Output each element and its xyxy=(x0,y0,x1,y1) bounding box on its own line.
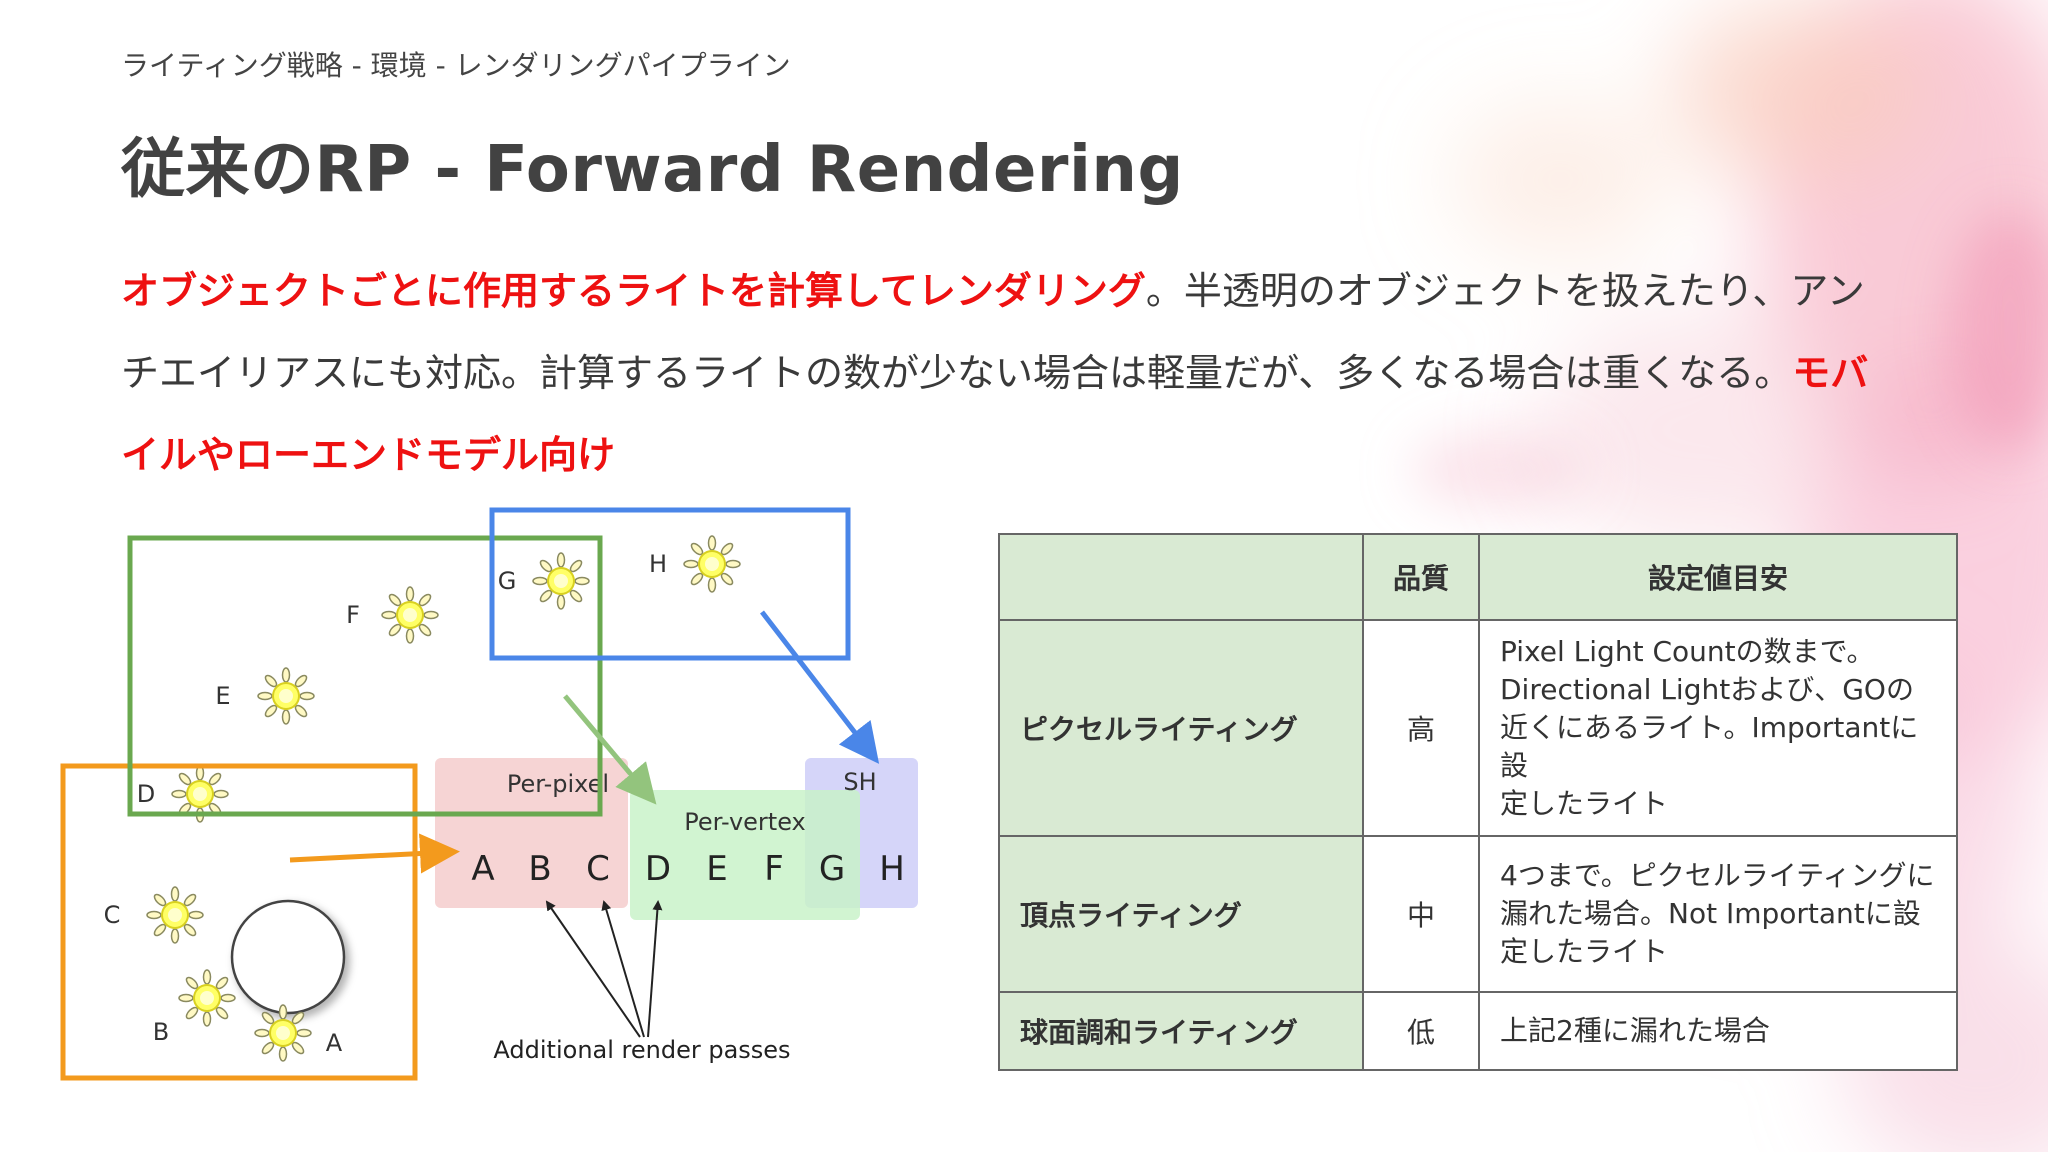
body-text: 。半透明のオブジェクトを扱えたり、アンチエイリアスにも対応。計算するライトの数が… xyxy=(121,269,1865,395)
orange-arrow xyxy=(289,833,460,874)
row-guide: Pixel Light Countの数まで。 Directional Light… xyxy=(1478,619,1958,837)
row-guide: 4つまで。ピクセルライティングに 漏れた場合。Not Importantに設 定… xyxy=(1478,835,1958,993)
per-pixel-band xyxy=(435,758,628,908)
green-arrow xyxy=(563,694,657,805)
render-pass-arrow-b xyxy=(545,900,641,1038)
sun-icon-a xyxy=(254,1004,312,1062)
guide-line: 上記2種に漏れた場合 xyxy=(1500,1014,1770,1047)
render-pass-arrow-c xyxy=(601,900,645,1038)
emphasis-text: オブジェクトごとに作用するライトを計算してレンダリング xyxy=(121,269,1146,313)
blue-arrow xyxy=(760,610,880,764)
guide-line: 漏れた場合。Not Importantに設 xyxy=(1500,897,1921,930)
guide-line: 近くにあるライト。Importantに設 xyxy=(1500,711,1919,782)
emphasis-text: モバイルやローエンドモデル向け xyxy=(121,351,1869,477)
object-sphere xyxy=(230,899,346,1015)
sun-icon-e xyxy=(257,667,315,725)
guide-line: 定したライト xyxy=(1500,935,1669,968)
guide-line: Directional Lightおよび、GOの xyxy=(1500,673,1914,706)
sun-label-e: E xyxy=(215,682,230,710)
light-label-c: C xyxy=(586,849,610,889)
sun-icon-h xyxy=(683,535,741,593)
guide-line: 定したライト xyxy=(1500,787,1669,820)
forward-rendering-diagram: Per-pixel Per-vertex SH A B C D E F G H … xyxy=(60,507,918,1081)
sun-icon-f xyxy=(381,586,439,644)
sun-label-h: H xyxy=(649,550,667,578)
sun-icon-g xyxy=(532,552,590,610)
row-name: 球面調和ライティング xyxy=(998,991,1364,1071)
sun-label-d: D xyxy=(137,780,155,808)
green-group-box xyxy=(127,535,603,817)
row-name: ピクセルライティング xyxy=(998,619,1364,837)
row-name: 頂点ライティング xyxy=(998,835,1364,993)
table-header-guide: 設定値目安 xyxy=(1478,533,1958,621)
table-header-row: 品質 設定値目安 xyxy=(998,533,1958,621)
sun-icon-b xyxy=(178,969,236,1027)
per-vertex-label: Per-vertex xyxy=(684,808,806,836)
table-header-quality: 品質 xyxy=(1362,533,1480,621)
sun-label-a: A xyxy=(326,1029,343,1057)
page-title: 従来のRP - Forward Rendering xyxy=(121,133,1184,207)
row-quality: 高 xyxy=(1362,619,1480,837)
render-pass-arrow-d xyxy=(647,900,663,1038)
sun-label-f: F xyxy=(346,601,360,629)
light-label-d: D xyxy=(645,849,671,889)
sun-label-b: B xyxy=(153,1018,169,1046)
guide-line: Pixel Light Countの数まで。 xyxy=(1500,635,1875,668)
light-label-f: F xyxy=(764,849,784,889)
row-quality: 低 xyxy=(1362,991,1480,1071)
light-label-h: H xyxy=(879,849,905,889)
body-paragraph: オブジェクトごとに作用するライトを計算してレンダリング。半透明のオブジェクトを扱… xyxy=(121,250,1901,496)
breadcrumb: ライティング戦略 - 環境 - レンダリングパイプライン xyxy=(121,49,791,82)
sun-label-c: C xyxy=(104,901,121,929)
light-label-g: G xyxy=(819,849,845,889)
table-row: 頂点ライティング 中 4つまで。ピクセルライティングに 漏れた場合。Not Im… xyxy=(998,835,1958,993)
per-pixel-label: Per-pixel xyxy=(507,770,609,798)
row-quality: 中 xyxy=(1362,835,1480,993)
lighting-settings-table: 品質 設定値目安 ピクセルライティング 高 Pixel Light Countの… xyxy=(998,533,1958,1071)
table-row: 球面調和ライティング 低 上記2種に漏れた場合 xyxy=(998,991,1958,1071)
light-label-b: B xyxy=(528,849,551,889)
sun-label-g: G xyxy=(498,567,517,595)
orange-group-box xyxy=(60,763,418,1081)
sh-label: SH xyxy=(843,768,876,796)
render-passes-label: Additional render passes xyxy=(493,1036,790,1064)
per-vertex-band xyxy=(630,790,860,920)
row-guide: 上記2種に漏れた場合 xyxy=(1478,991,1958,1071)
light-label-e: E xyxy=(706,849,727,889)
guide-line: 4つまで。ピクセルライティングに xyxy=(1500,859,1935,892)
light-label-a: A xyxy=(471,849,494,889)
table-header-name xyxy=(998,533,1364,621)
blue-group-box xyxy=(489,507,851,661)
sun-icon-c xyxy=(146,886,204,944)
table-row: ピクセルライティング 高 Pixel Light Countの数まで。 Dire… xyxy=(998,619,1958,837)
